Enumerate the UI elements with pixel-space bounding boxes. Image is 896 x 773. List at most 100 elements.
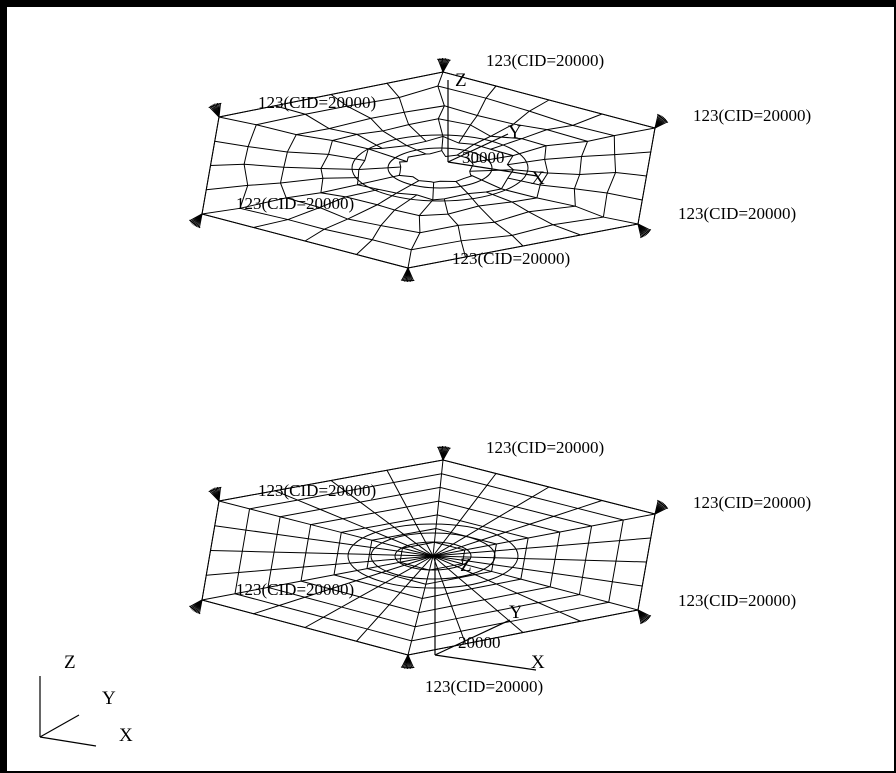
top-csys-x-label: X <box>531 168 545 189</box>
top-node-label: 123(CID=20000) <box>678 204 796 223</box>
bottom-node-label: 123(CID=20000) <box>236 580 354 599</box>
constraint-stroke <box>637 609 642 624</box>
top-csys-y-axis <box>447 133 509 163</box>
constraint-base <box>208 102 222 109</box>
global-x-axis <box>39 736 97 747</box>
constraint-stroke <box>189 599 203 608</box>
mesh-spoke <box>253 555 434 615</box>
mesh-spoke <box>507 177 643 201</box>
mesh-spoke <box>471 127 656 163</box>
constraint-base <box>208 486 222 493</box>
mesh-spoke <box>356 194 418 255</box>
mesh-spoke <box>455 181 524 247</box>
top-csys-y-label: Y <box>508 122 522 143</box>
top-constraints <box>189 57 669 283</box>
constraint-stroke <box>218 487 222 502</box>
mesh-spoke <box>214 140 365 161</box>
top-plate-mesh <box>201 71 656 269</box>
mesh-inner-ring <box>394 541 472 571</box>
constraint-stroke <box>654 507 668 515</box>
bottom-coord-system: Z Y X 20000 <box>434 555 545 673</box>
constraint-base <box>657 113 669 123</box>
constraint-base <box>437 58 451 61</box>
mesh-inner-ring <box>347 523 519 589</box>
constraint-stroke <box>218 103 222 118</box>
spc-constraint-icon <box>637 223 652 239</box>
mesh-spoke <box>458 85 497 144</box>
global-y-label: Y <box>102 688 116 709</box>
constraint-stroke <box>637 223 642 238</box>
mesh-spoke <box>432 500 603 557</box>
mesh-spoke <box>472 175 639 225</box>
constraint-base <box>189 605 201 615</box>
top-node-label: 123(CID=20000) <box>693 106 811 125</box>
constraint-stroke <box>189 213 203 222</box>
spc-constraint-icon <box>189 599 203 615</box>
mesh-spoke <box>201 555 434 601</box>
mesh-spoke <box>469 169 647 177</box>
top-node-label: 123(CID=20000) <box>486 51 604 70</box>
mesh-spoke <box>432 555 643 587</box>
bottom-node-label: 123(CID=20000) <box>678 591 796 610</box>
top-node-label: 123(CID=20000) <box>236 194 354 213</box>
global-axis-triad: Z Y X <box>39 652 133 747</box>
global-x-label: X <box>119 725 133 746</box>
mesh-spoke <box>210 550 434 557</box>
bottom-node-label: 123(CID=20000) <box>693 493 811 512</box>
constraint-stroke <box>442 59 451 73</box>
mesh-spoke <box>206 177 359 191</box>
bottom-node-labels: 123(CID=20000) 123(CID=20000) 123(CID=20… <box>236 438 811 696</box>
mesh-spoke <box>432 555 647 563</box>
mesh-inner-ring <box>387 147 493 189</box>
mesh-spoke <box>443 198 466 258</box>
mesh-spoke <box>432 459 444 557</box>
spc-constraint-icon <box>189 213 203 229</box>
bottom-node-label: 123(CID=20000) <box>486 438 604 457</box>
constraint-base <box>640 229 652 239</box>
global-z-label: Z <box>64 652 76 673</box>
mesh-spoke <box>407 555 434 656</box>
top-csys-x-axis <box>447 161 538 177</box>
mesh-spoke <box>218 500 434 557</box>
mesh-spoke <box>274 490 434 557</box>
mesh-spoke <box>214 525 434 557</box>
bottom-constraints <box>189 445 669 670</box>
mesh-spoke <box>432 555 466 644</box>
bottom-node-label: 123(CID=20000) <box>258 481 376 500</box>
mesh-spoke <box>201 174 400 215</box>
bottom-csys-x-label: X <box>531 652 545 673</box>
mesh-spoke <box>386 82 427 142</box>
spc-constraint-icon <box>654 499 669 515</box>
spc-constraint-icon <box>400 267 415 283</box>
mesh-spoke <box>386 470 434 557</box>
constraint-stroke <box>401 267 409 281</box>
bottom-csys-y-label: Y <box>509 602 523 623</box>
bottom-node-label: 123(CID=20000) <box>425 677 543 696</box>
mesh-spoke <box>485 191 581 236</box>
constraint-stroke <box>401 654 409 668</box>
mesh-spoke <box>432 473 497 557</box>
constraint-base <box>437 446 451 449</box>
constraint-base <box>189 219 201 229</box>
mesh-spoke <box>490 113 603 150</box>
bottom-csys-id-label: 20000 <box>458 633 501 652</box>
constraint-base <box>640 615 652 625</box>
mesh-spoke <box>206 555 434 576</box>
mesh-spoke <box>432 555 639 611</box>
top-node-labels: 123(CID=20000) 123(CID=20000) 123(CID=20… <box>236 51 811 268</box>
top-node-label: 123(CID=20000) <box>258 93 376 112</box>
bottom-csys-z-label: Z <box>460 555 472 576</box>
mesh-spoke <box>330 94 427 155</box>
constraint-stroke <box>654 121 668 129</box>
mesh-spoke <box>437 71 445 151</box>
mesh-spoke <box>432 537 651 557</box>
mesh-spoke <box>218 116 408 163</box>
mesh-inner-ring <box>351 134 529 202</box>
spc-constraint-icon <box>637 609 652 625</box>
top-coord-system: Z Y X 30000 <box>447 70 545 189</box>
spc-constraint-icon <box>208 486 222 502</box>
spc-constraint-icon <box>437 445 451 461</box>
mesh-spoke <box>507 151 651 166</box>
